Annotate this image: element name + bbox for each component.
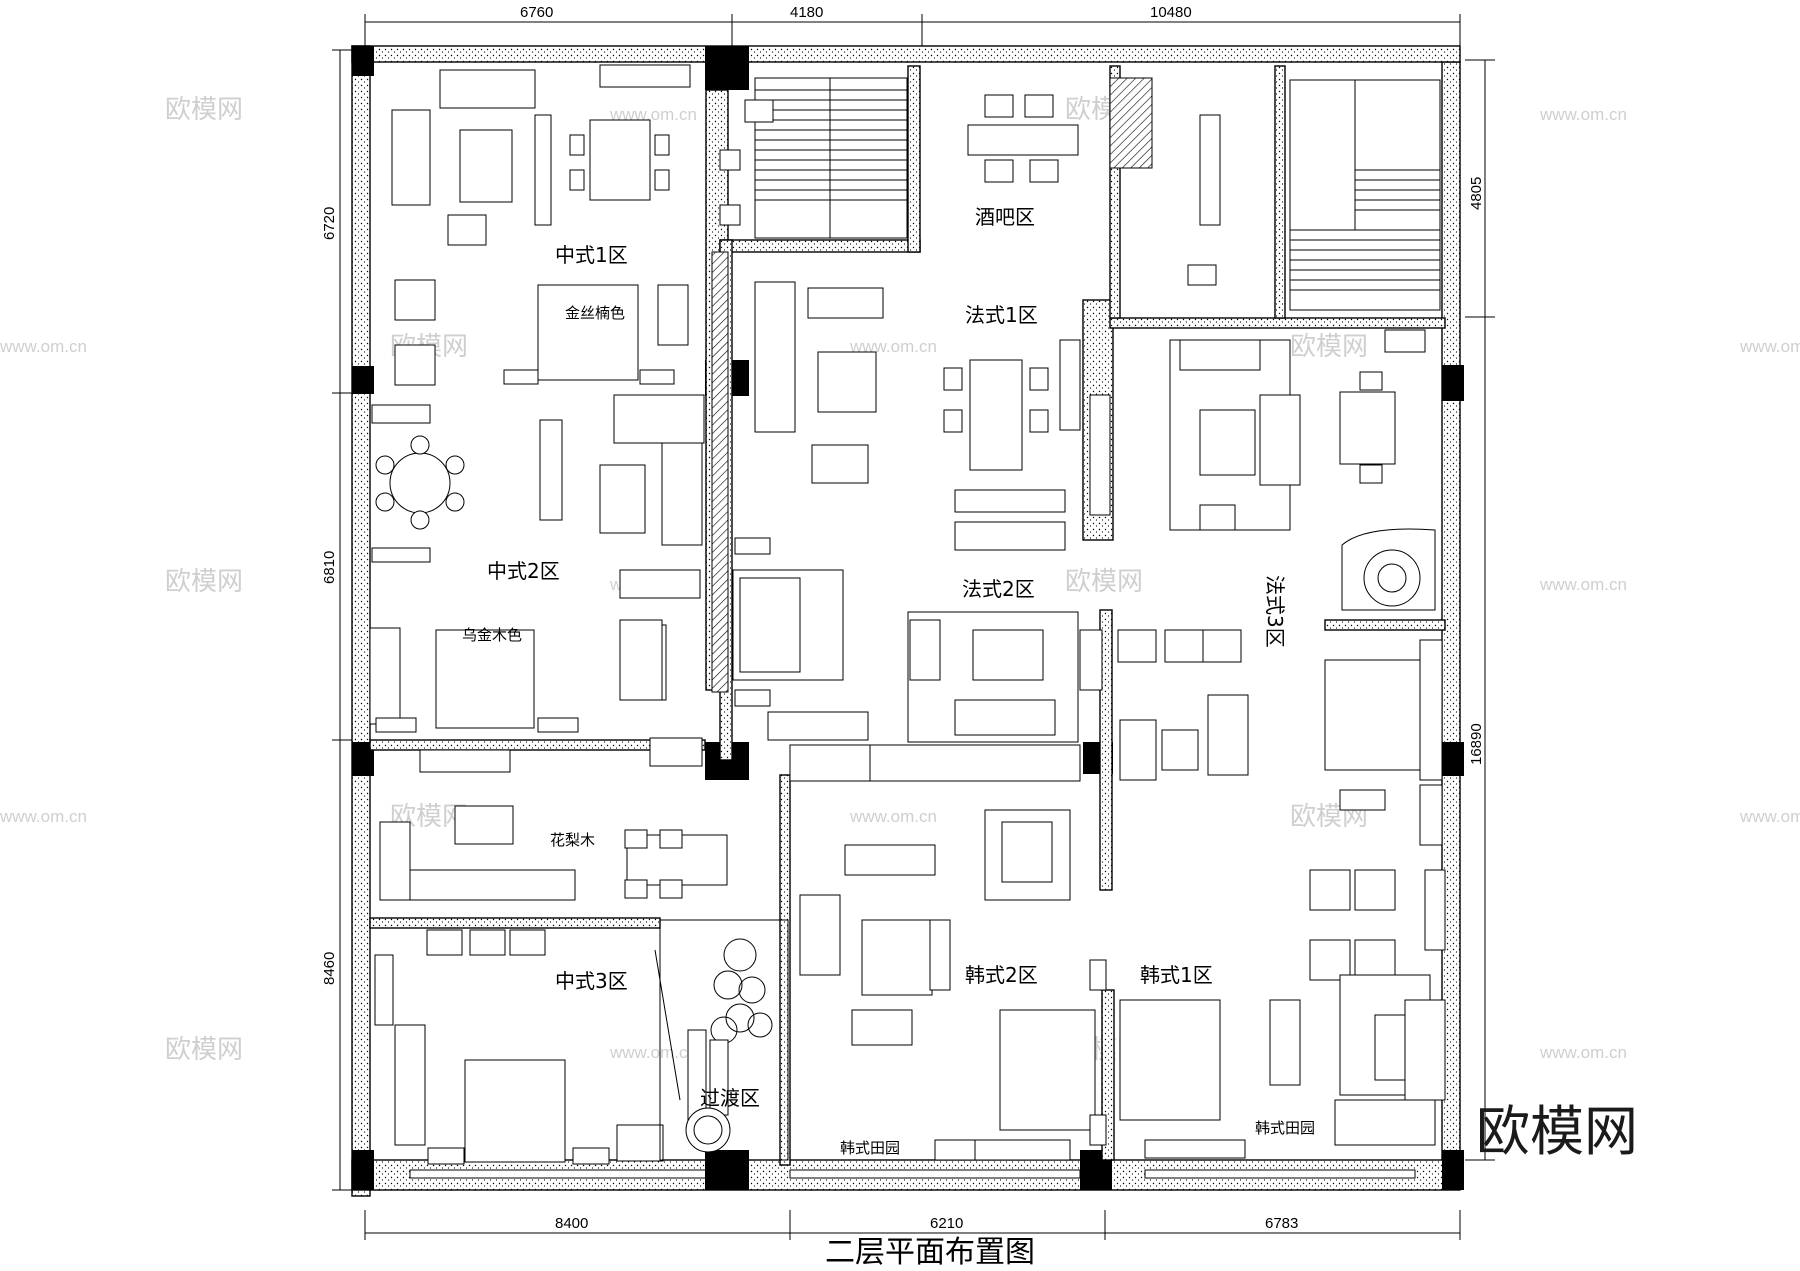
stair-left bbox=[719, 77, 908, 239]
watermark-text: 欧模网 bbox=[165, 95, 243, 125]
watermark-url: www.om.cn bbox=[0, 807, 87, 826]
dimension-lines: 6760 4180 10480 8400 6210 6783 6720 6810… bbox=[321, 4, 1495, 1240]
dim-top-1: 6760 bbox=[520, 4, 553, 21]
drawing-title: 二层平面布置图 bbox=[825, 1235, 1035, 1270]
dim-top-2: 4180 bbox=[790, 4, 823, 21]
dim-right-2: 16890 bbox=[1468, 723, 1485, 765]
zone-label-fr1: 法式1区 bbox=[965, 303, 1038, 327]
stair-right bbox=[1187, 79, 1441, 311]
dim-left-3: 8460 bbox=[321, 952, 338, 985]
furniture-zh2 bbox=[369, 394, 705, 773]
label-kr-garden-2: 韩式田园 bbox=[1255, 1119, 1315, 1137]
label-huali: 花梨木 bbox=[550, 831, 595, 849]
watermark-url: www.om.cn bbox=[1739, 807, 1800, 826]
watermark-text: 欧模网 bbox=[165, 1035, 243, 1065]
transition-area bbox=[654, 919, 789, 1161]
watermark-text: 欧模网 bbox=[1290, 332, 1368, 362]
furniture-fr2 bbox=[619, 537, 1103, 743]
watermark-url: www.om.cn bbox=[1539, 1043, 1627, 1062]
furniture-fr3 bbox=[1117, 329, 1443, 846]
exterior-walls bbox=[351, 45, 1461, 1197]
furniture-kr bbox=[799, 809, 1446, 1161]
watermark-text: 欧模网 bbox=[165, 567, 243, 597]
dim-left-2: 6810 bbox=[321, 551, 338, 584]
furniture-bar bbox=[967, 94, 1221, 226]
watermark-text: 欧模网 bbox=[1065, 567, 1143, 597]
watermark-url: www.om.cn bbox=[0, 337, 87, 356]
watermark-url: www.om.cn bbox=[849, 337, 937, 356]
dim-bottom-1: 8400 bbox=[555, 1215, 588, 1232]
zone-labels: 中式1区 中式2区 中式3区 法式1区 法式2区 法式3区 酒吧区 韩式1区 韩… bbox=[462, 205, 1315, 1157]
dim-bottom-2: 6210 bbox=[930, 1215, 963, 1232]
zone-label-kr1: 韩式1区 bbox=[1140, 963, 1213, 987]
watermark-url: www.om.cn bbox=[1539, 575, 1627, 594]
watermark-url: www.om.cn bbox=[1539, 105, 1627, 124]
dim-bottom-3: 6783 bbox=[1265, 1215, 1298, 1232]
zone-label-kr2: 韩式2区 bbox=[965, 963, 1038, 987]
columns bbox=[352, 46, 1464, 1190]
watermark-url: www.om.cn bbox=[849, 807, 937, 826]
dim-top-3: 10480 bbox=[1150, 4, 1192, 21]
furniture-zh1 bbox=[391, 64, 691, 386]
label-kr-garden-1: 韩式田园 bbox=[840, 1139, 900, 1157]
dim-right-1: 4805 bbox=[1468, 177, 1485, 210]
watermark-url: www.om.cn bbox=[609, 1043, 697, 1062]
label-jinsi: 金丝楠色 bbox=[565, 304, 625, 322]
label-wujin: 乌金木色 bbox=[462, 626, 522, 644]
zone-label-zh3: 中式3区 bbox=[555, 969, 628, 993]
zone-label-bar: 酒吧区 bbox=[975, 205, 1035, 229]
zone-label-transition: 过渡区 bbox=[700, 1086, 760, 1110]
furniture-zh3 bbox=[374, 805, 728, 1165]
watermark-url: www.om.cn bbox=[609, 105, 697, 124]
zone-label-zh1: 中式1区 bbox=[555, 243, 628, 267]
interior-walls bbox=[369, 65, 1446, 1166]
zone-label-fr3: 法式3区 bbox=[1263, 575, 1287, 648]
zone-label-zh2: 中式2区 bbox=[487, 559, 560, 583]
furniture-fr1 bbox=[754, 281, 1111, 551]
zone-label-fr2: 法式2区 bbox=[962, 577, 1035, 601]
dim-left-1: 6720 bbox=[321, 207, 338, 240]
brand-logo-text: 欧模网 bbox=[1476, 1100, 1638, 1163]
watermark-url: www.om.cn bbox=[1739, 337, 1800, 356]
